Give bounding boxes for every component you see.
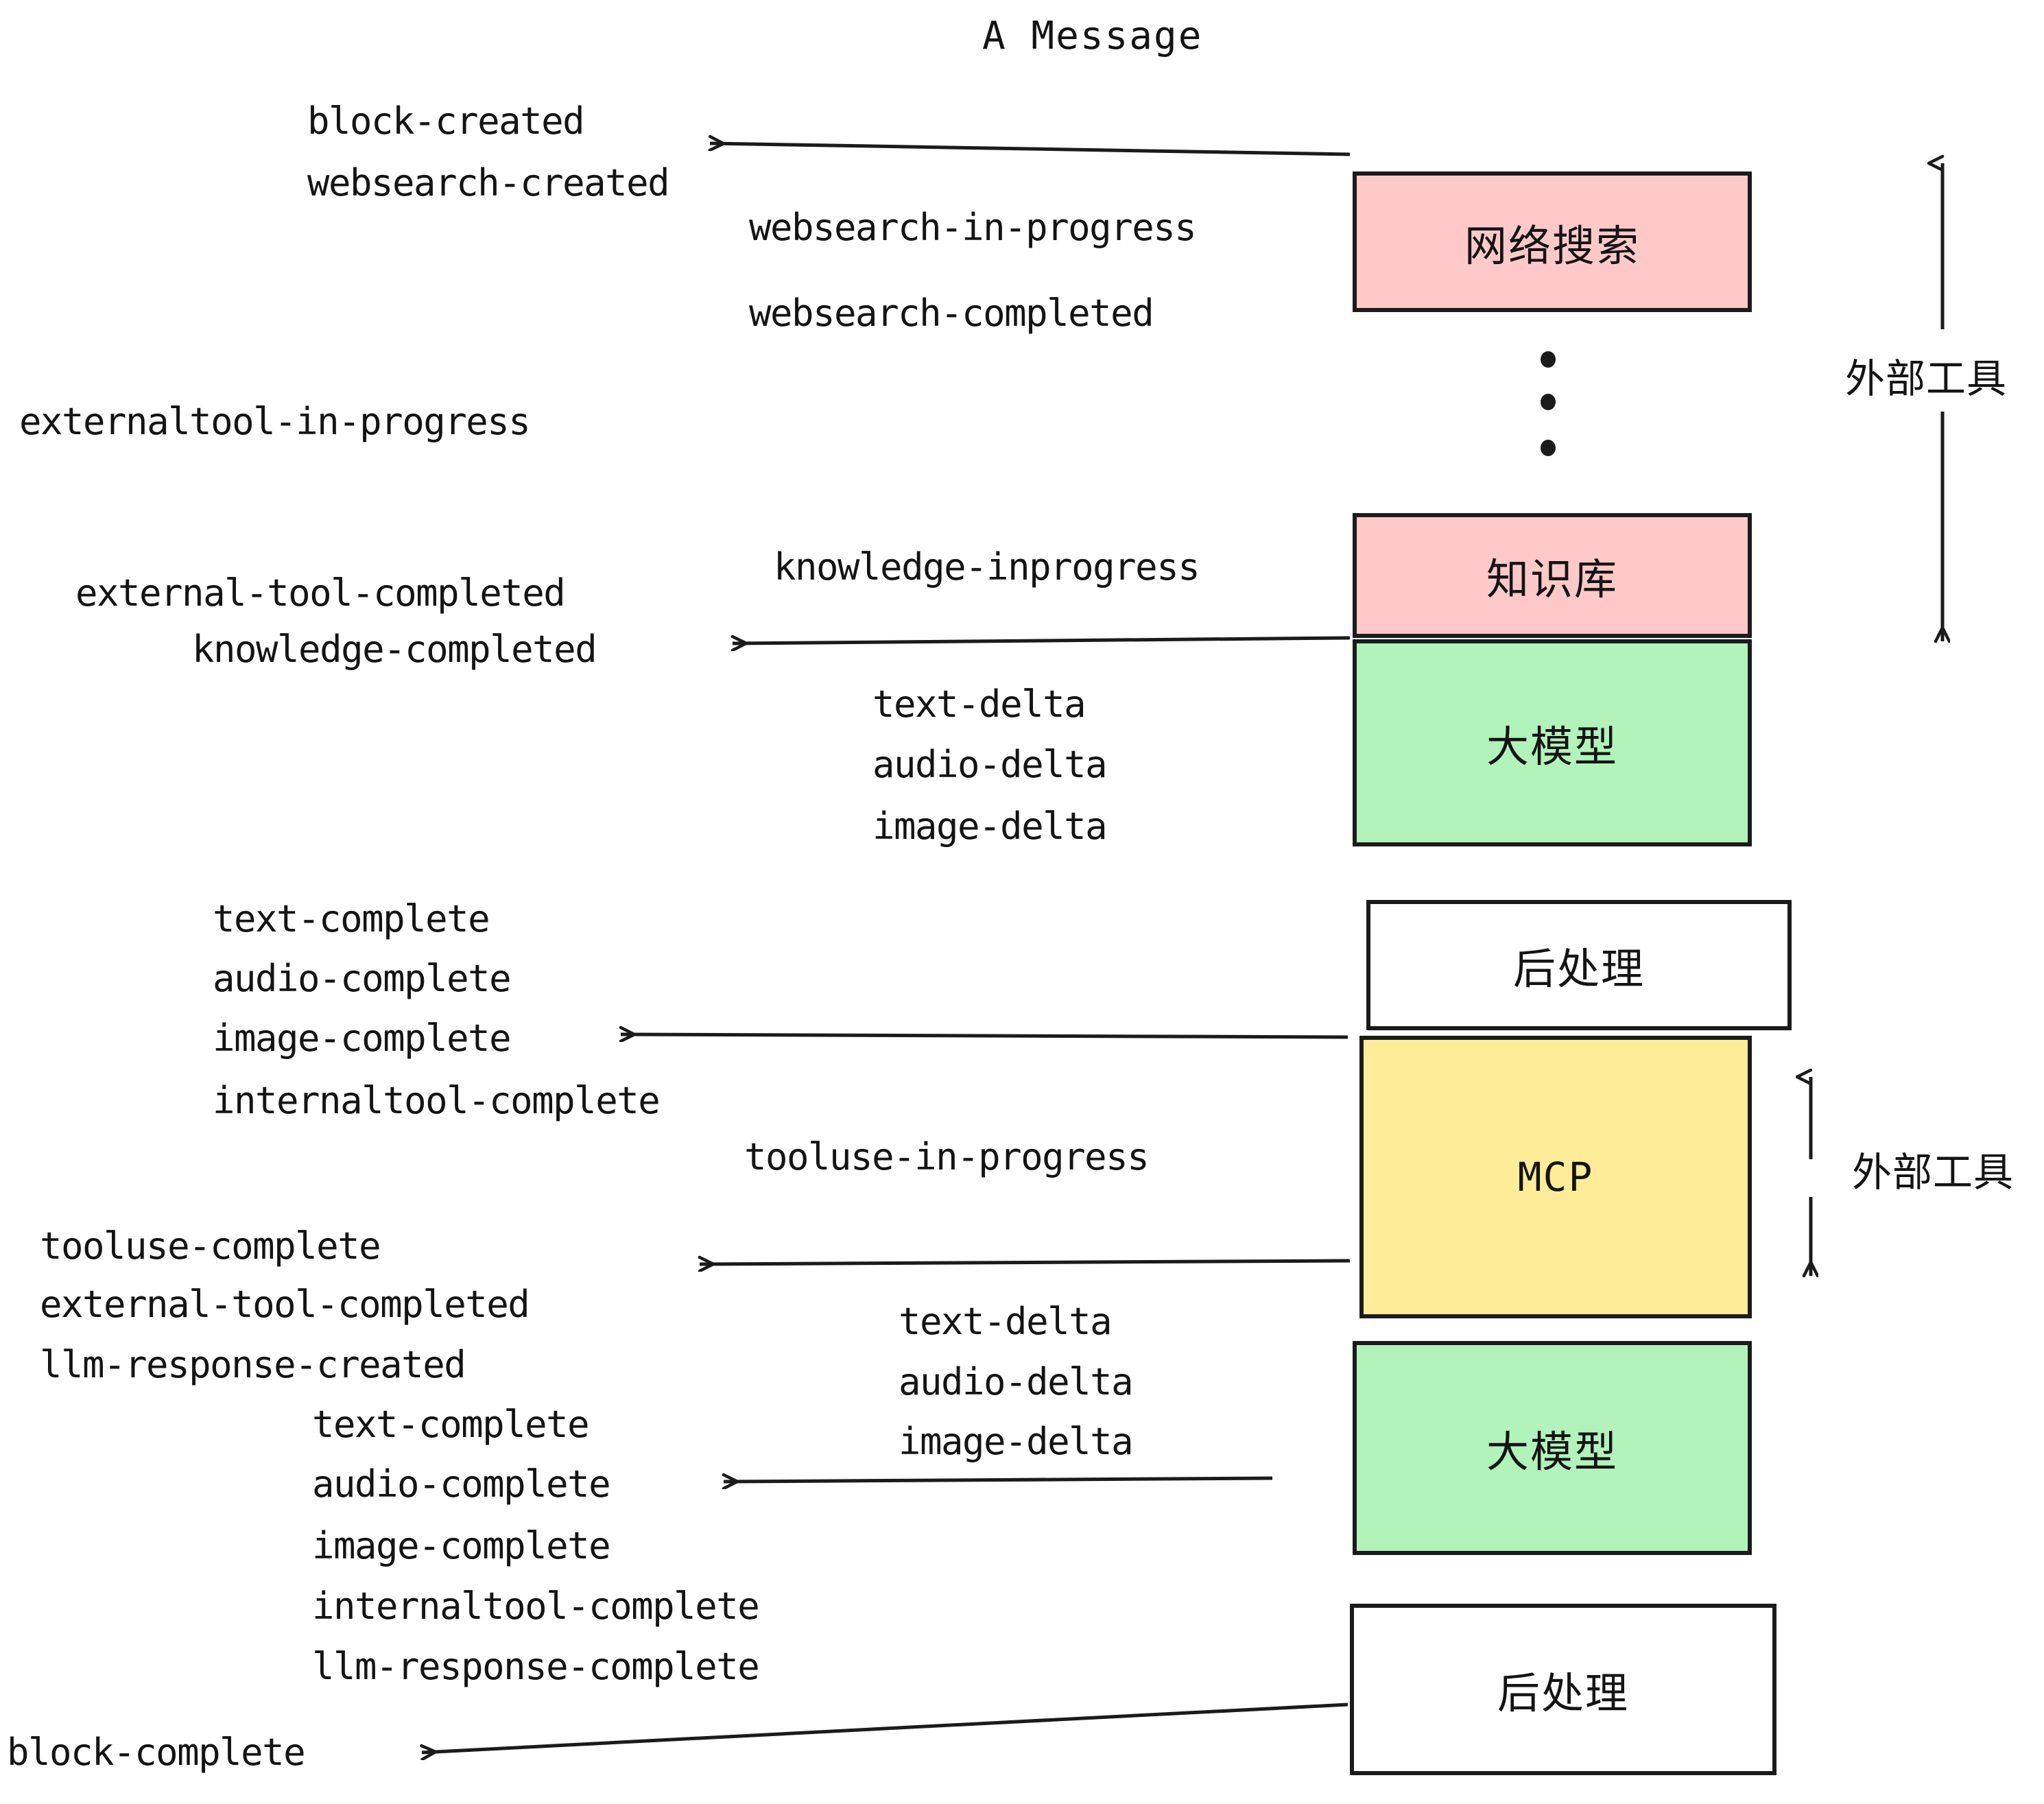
box-websearch-label: 网络搜索 [1464,220,1640,271]
box-post-top-label: 后处理 [1512,944,1645,994]
event-text-delta-2: text-delta [899,1300,1113,1343]
event-knowledge-inprogress: knowledge-inprogress [774,545,1200,589]
event-audio-complete-2: audio-complete [312,1462,611,1506]
event-tooluse-complete: tooluse-complete [40,1224,381,1268]
event-websearch-created: websearch-created [307,161,670,204]
event-external-tool-completed-1: external-tool-completed [75,571,566,615]
arrow-websearch-to-created [710,143,1351,156]
event-image-delta-2: image-delta [899,1420,1134,1463]
event-text-delta-1: text-delta [872,683,1086,726]
arrow-knowledge-to-completed [733,638,1351,643]
event-audio-complete-1: audio-complete [213,957,512,1000]
event-tooluse-in-progress: tooluse-in-progress [744,1135,1150,1178]
event-externaltool-in-progress: externaltool-in-progress [19,400,531,443]
event-text-complete-1: text-complete [213,897,490,940]
page-title: A Message [982,14,1203,58]
arrow-llm-top-to-image-complete [621,1034,1348,1037]
event-websearch-completed: websearch-completed [749,292,1154,335]
event-block-created: block-created [307,99,585,143]
event-internaltool-complete-2: internaltool-complete [312,1585,760,1628]
event-knowledge-completed: knowledge-completed [192,628,597,671]
box-llm-top-label: 大模型 [1486,722,1618,772]
box-knowledge[interactable]: 知识库 [1353,513,1752,638]
event-image-complete-2: image-complete [312,1524,611,1567]
ellipsis-dot-2 [1541,394,1556,410]
arrow-mcp-to-tooluse-complete [700,1261,1351,1264]
box-mcp[interactable]: MCP [1359,1036,1752,1318]
event-websearch-in-progress: websearch-in-progress [749,206,1197,249]
box-knowledge-label: 知识库 [1486,554,1618,604]
box-websearch[interactable]: 网络搜索 [1353,171,1752,312]
box-mcp-label: MCP [1517,1154,1594,1200]
event-image-complete-1: image-complete [213,1017,512,1060]
box-post-bottom-label: 后处理 [1497,1668,1629,1718]
box-llm-bottom[interactable]: 大模型 [1353,1341,1752,1555]
event-audio-delta-1: audio-delta [872,743,1108,786]
event-llm-response-complete: llm-response-complete [312,1645,760,1688]
box-post-top[interactable]: 后处理 [1366,900,1792,1030]
arrow-post-bottom-to-block-complete [422,1702,1348,1753]
event-block-complete: block-complete [7,1731,306,1774]
event-image-delta-1: image-delta [872,805,1108,848]
arrow-llm-bottom-to-audio-complete [724,1478,1273,1482]
event-llm-response-created: llm-response-created [40,1343,466,1386]
box-llm-top[interactable]: 大模型 [1353,639,1752,846]
event-external-tool-completed-2: external-tool-completed [40,1283,530,1326]
event-audio-delta-2: audio-delta [899,1360,1134,1403]
box-post-bottom[interactable]: 后处理 [1350,1604,1776,1775]
event-internaltool-complete-1: internaltool-complete [213,1079,661,1122]
box-llm-bottom-label: 大模型 [1486,1427,1618,1477]
side-label-external-tool-bottom: 外部工具 [1852,1149,2015,1196]
side-label-external-tool-top: 外部工具 [1845,355,2008,402]
ellipsis-dot-1 [1541,351,1556,368]
ellipsis-dot-3 [1541,440,1556,456]
event-text-complete-2: text-complete [312,1403,590,1446]
